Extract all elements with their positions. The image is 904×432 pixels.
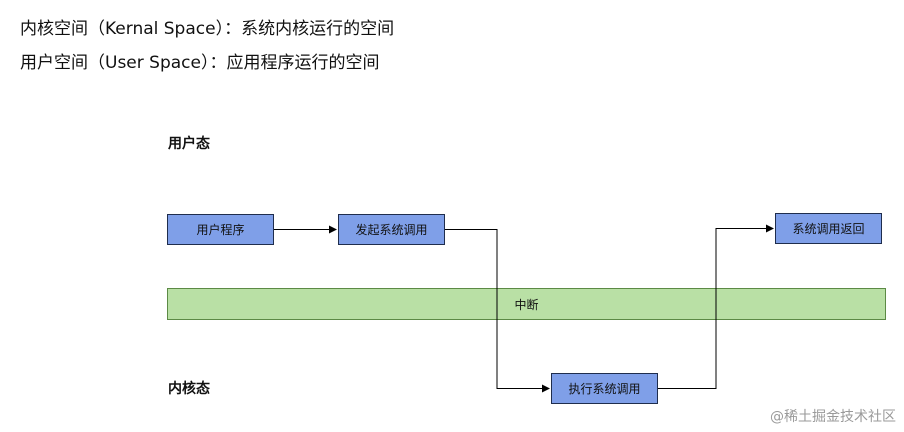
exec-syscall-label: 执行系统调用: [568, 382, 641, 396]
exec-syscall-node: 执行系统调用: [551, 373, 658, 404]
kernel-mode-label: 内核态: [168, 381, 210, 397]
user-space-definition: 用户空间（User Space）：应用程序运行的空间: [20, 53, 380, 73]
user-program-node: 用户程序: [167, 214, 274, 245]
kernel-space-definition: 内核空间（Kernal Space）：系统内核运行的空间: [20, 19, 395, 39]
syscall-return-node: 系统调用返回: [775, 213, 882, 244]
source-watermark: @稀土掘金技术社区: [770, 409, 896, 425]
user-mode-label: 用户态: [168, 136, 210, 152]
interrupt-band: 中断: [167, 288, 886, 320]
arrow-exec-to-return: [658, 224, 774, 389]
user-program-label: 用户程序: [196, 223, 245, 237]
syscall-return-label: 系统调用返回: [792, 222, 865, 236]
arrow-syscall-to-exec: [445, 229, 550, 393]
issue-syscall-label: 发起系统调用: [355, 223, 428, 237]
interrupt-label: 中断: [514, 297, 539, 312]
issue-syscall-node: 发起系统调用: [338, 214, 445, 245]
